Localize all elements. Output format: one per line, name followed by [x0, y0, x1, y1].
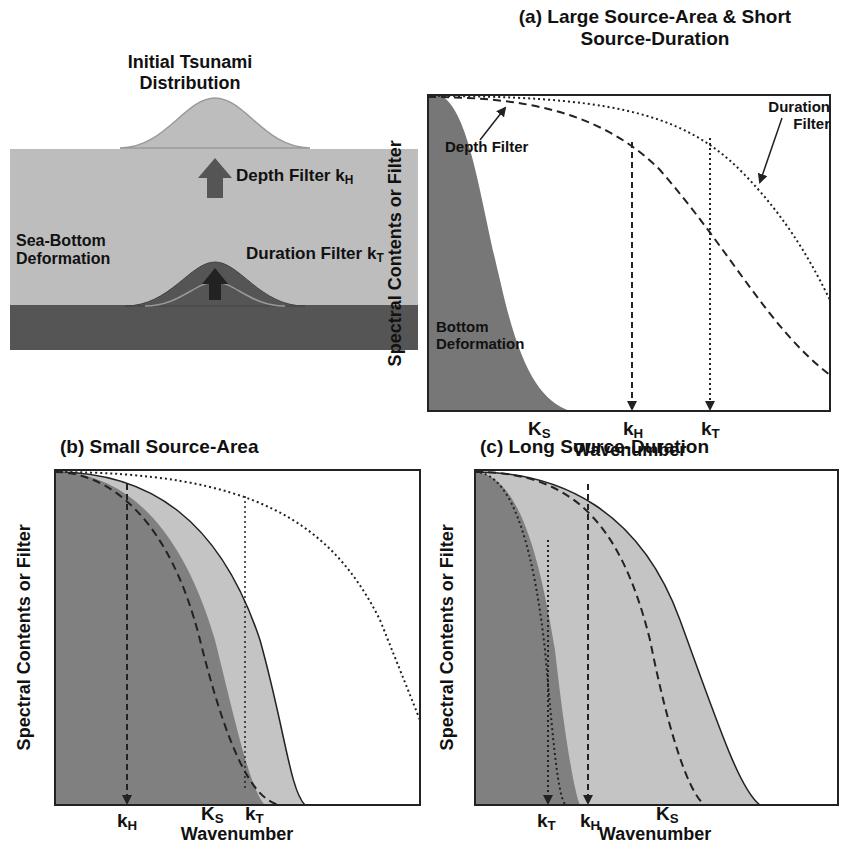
wavenumber-mark: KS [656, 803, 696, 825]
axis-label: Wavenumber [157, 824, 317, 844]
panel-title: (c) Long Source-Duration [480, 436, 820, 458]
wavenumber-mark: KS [201, 803, 241, 825]
wavenumber-mark: kT [245, 803, 285, 825]
panel-title: (b) Small Source-Area [60, 436, 400, 458]
axis-label: Wavenumber [575, 824, 735, 844]
schematic [10, 98, 418, 350]
axis-label: Spectral Contents or Filter [14, 502, 35, 772]
panel-title: (a) Large Source-Area & Short Source-Dur… [490, 6, 820, 50]
curve-label: Bottom Deformation [436, 318, 556, 353]
wavenumber-mark: kH [117, 810, 157, 832]
panel-c [475, 470, 838, 805]
wavenumber-mark: kT [537, 810, 577, 832]
schematic-label: Sea-Bottom Deformation [16, 232, 136, 269]
panel-a [428, 95, 830, 411]
schematic-label: Depth Filter kH [236, 166, 406, 186]
axis-label: Spectral Contents or Filter [437, 502, 458, 772]
curve-label: Duration Filter [740, 98, 830, 133]
schematic-label: Initial Tsunami Distribution [95, 52, 285, 93]
panel-b [55, 470, 420, 805]
curve-label: Depth Filter [445, 138, 565, 155]
axis-label: Spectral Contents or Filter [385, 118, 406, 388]
